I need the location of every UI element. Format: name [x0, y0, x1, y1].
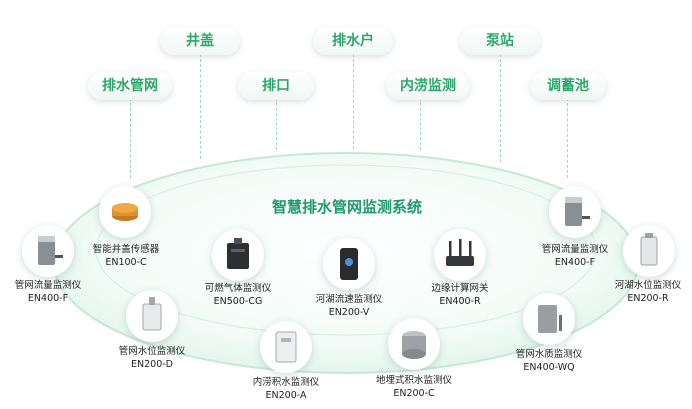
device-gas-detector [212, 229, 264, 281]
flow-meter-icon [565, 197, 590, 226]
category-storage-tank: 调蓄池 [530, 72, 606, 100]
device-label: 河湖流速监测仪 EN200-V [299, 294, 399, 319]
device-name: 内涝积水监测仪 [252, 377, 320, 388]
device-manhole-sensor [99, 186, 151, 238]
device-model: EN200-C [393, 387, 435, 399]
device-label: 管网水质监测仪 EN400-WQ [499, 349, 599, 374]
connector-line [500, 54, 501, 162]
manhole-sensor-icon [112, 203, 138, 221]
water-level-icon [142, 297, 162, 331]
device-waterlogging [260, 321, 312, 373]
device-name: 管网水位监测仪 [118, 346, 186, 357]
device-model: EN200-A [265, 389, 307, 401]
device-label: 管网水位监测仪 EN200-D [102, 346, 202, 371]
device-name: 管网水质监测仪 [515, 349, 583, 360]
device-label: 地埋式积水监测仪 EN200-C [359, 375, 469, 400]
device-gateway [434, 229, 486, 281]
category-waterlogging: 内涝监测 [386, 72, 470, 100]
device-name: 智能井盖传感器 [92, 244, 160, 255]
connector-line [200, 54, 201, 159]
device-name: 管网流量监测仪 [14, 280, 82, 291]
device-radar-level [623, 225, 675, 277]
device-water-level [126, 290, 178, 342]
category-drainage-network: 排水管网 [88, 72, 172, 100]
gateway-router-icon [446, 239, 474, 266]
device-label: 智能井盖传感器 EN100-C [76, 244, 176, 269]
water-quality-icon [538, 305, 562, 333]
device-model: EN200-D [131, 358, 173, 370]
category-outfall: 排口 [238, 72, 314, 100]
flow-velocity-icon [340, 248, 358, 280]
device-flow-meter-right [549, 186, 601, 238]
device-model: EN400-WQ [523, 361, 575, 373]
device-model: EN400-F [554, 256, 596, 268]
device-flow-meter-left [22, 225, 74, 277]
device-model: EN200-V [328, 306, 370, 318]
device-model: EN400-R [439, 295, 481, 307]
connector-line [420, 98, 421, 150]
category-pump-station: 泵站 [460, 27, 540, 55]
category-drainage-household: 排水户 [313, 27, 393, 55]
device-label: 河湖水位监测仪 EN200-R [604, 280, 692, 305]
device-name: 河湖水位监测仪 [614, 280, 682, 291]
device-model: EN400-F [27, 292, 69, 304]
device-name: 可燃气体监测仪 [204, 283, 272, 294]
device-name: 河湖流速监测仪 [315, 294, 383, 305]
flow-meter-icon [38, 236, 63, 265]
device-model: EN200-R [627, 292, 669, 304]
device-name: 边缘计算网关 [431, 283, 489, 294]
device-label: 可燃气体监测仪 EN500-CG [188, 283, 288, 308]
device-label: 边缘计算网关 EN400-R [410, 283, 510, 308]
device-name: 管网流量监测仪 [541, 244, 609, 255]
device-name: 地埋式积水监测仪 [375, 375, 452, 386]
radar-level-icon [640, 233, 658, 266]
device-label: 内涝积水监测仪 EN200-A [236, 377, 336, 402]
device-label: 管网流量监测仪 EN400-F [0, 280, 96, 305]
device-flow-velocity [323, 238, 375, 290]
device-model: EN500-CG [213, 295, 263, 307]
buried-sensor-icon [402, 331, 426, 359]
device-water-quality [523, 293, 575, 345]
connector-line [130, 98, 131, 178]
connector-line [353, 54, 354, 149]
waterlogging-icon [275, 331, 297, 363]
device-buried-sensor [388, 318, 440, 370]
device-model: EN100-C [105, 256, 147, 268]
device-label: 管网流量监测仪 EN400-F [525, 244, 625, 269]
gas-detector-icon [227, 238, 249, 269]
category-manhole: 井盖 [160, 27, 240, 55]
connector-line [276, 98, 277, 150]
connector-line [567, 98, 568, 178]
system-title: 智慧排水管网监测系统 [271, 198, 422, 216]
